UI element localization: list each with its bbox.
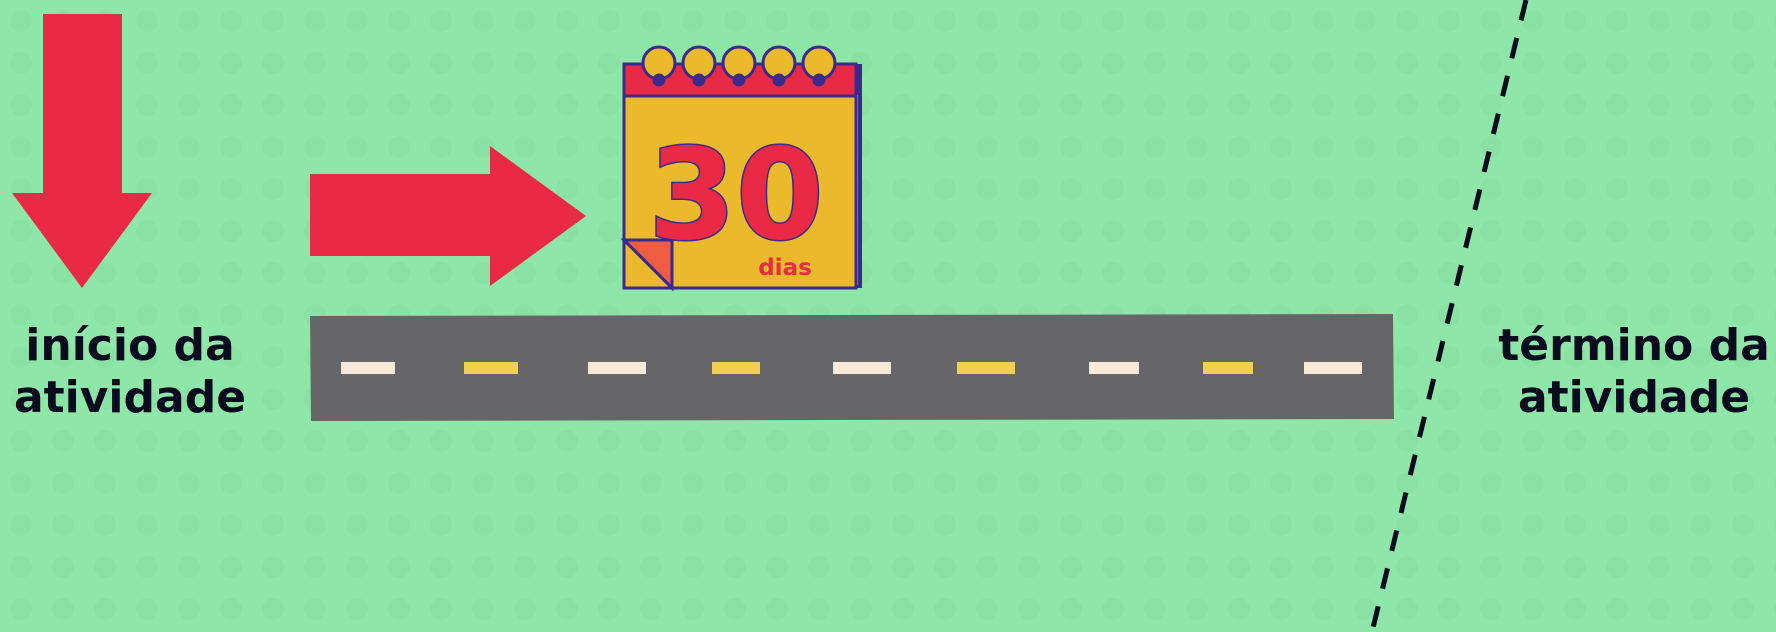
calendar-unit: dias (758, 255, 812, 281)
start-label: início da atividade (0, 320, 260, 424)
calendar-number: 30 (648, 121, 823, 268)
dashed-boundary-line (1372, 0, 1526, 632)
end-label: término da atividade (1492, 320, 1776, 424)
end-label-line-2: atividade (1492, 372, 1776, 424)
start-label-line-1: início da (0, 320, 260, 372)
end-label-line-1: término da (1492, 320, 1776, 372)
start-label-line-2: atividade (0, 372, 260, 424)
down-arrow-icon (12, 14, 152, 288)
right-arrow-icon (310, 146, 586, 286)
road-icon (310, 314, 1394, 421)
calendar-icon: 30 dias (624, 47, 862, 288)
